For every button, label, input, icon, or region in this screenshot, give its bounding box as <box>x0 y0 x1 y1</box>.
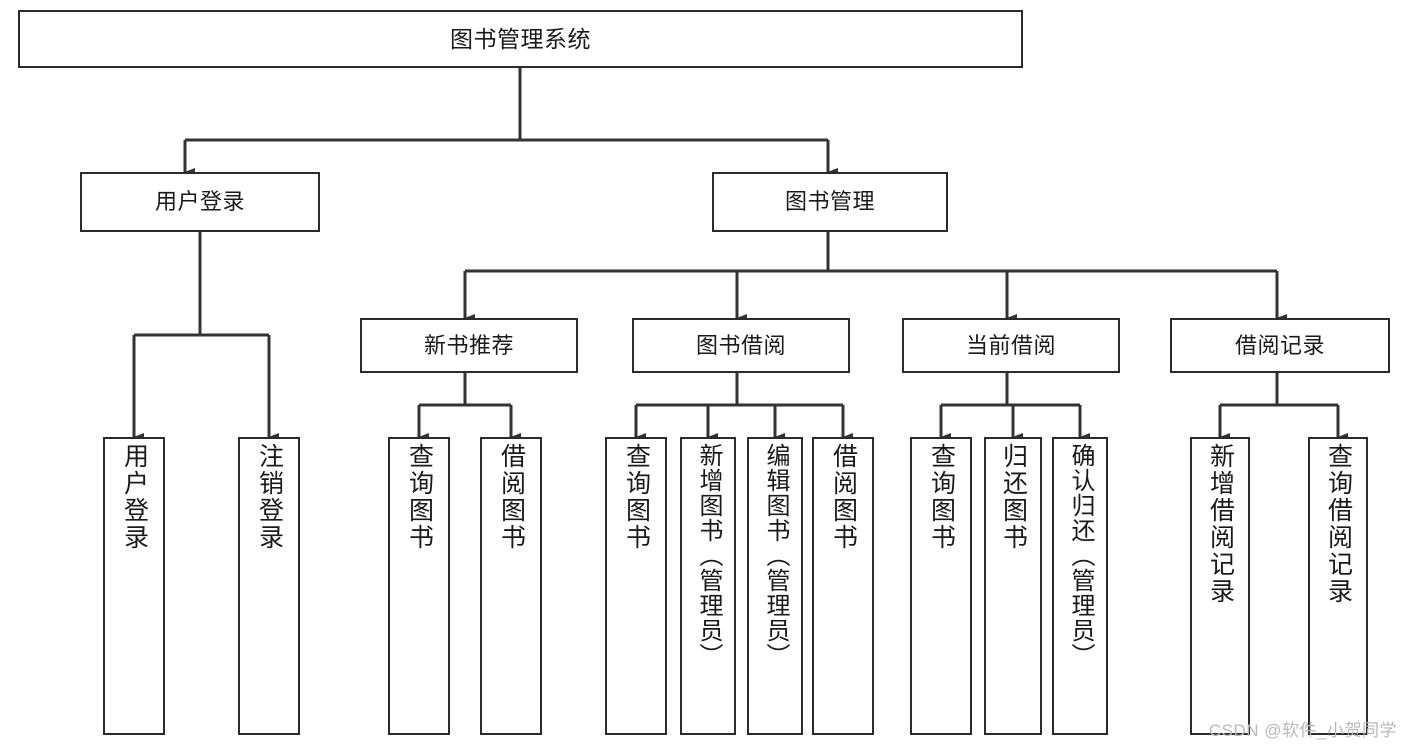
node-label-leaf-add-book-admin: 新增图书（管理员） <box>695 443 722 668</box>
node-label-leaf-confirm-return-admin: 确认归还（管理员） <box>1067 443 1094 668</box>
node-leaf-logout-login[interactable]: 注销登录 <box>238 437 300 735</box>
node-label-leaf-user-login: 用户登录 <box>120 443 149 551</box>
node-label-leaf-borrow-book: 借阅图书 <box>829 443 858 551</box>
node-new-book-recommend[interactable]: 新书推荐 <box>360 318 578 373</box>
node-leaf-add-borrow-record[interactable]: 新增借阅记录 <box>1190 437 1250 735</box>
node-leaf-confirm-return-admin[interactable]: 确认归还（管理员） <box>1052 437 1108 735</box>
node-borrow-record[interactable]: 借阅记录 <box>1170 318 1390 373</box>
node-label-leaf-query-book-recommend: 查询图书 <box>405 443 434 551</box>
node-leaf-borrow-book[interactable]: 借阅图书 <box>812 437 874 735</box>
node-leaf-query-book-borrow[interactable]: 查询图书 <box>605 437 667 735</box>
node-label-leaf-query-borrow-record: 查询借阅记录 <box>1324 443 1353 605</box>
node-root[interactable]: 图书管理系统 <box>18 10 1023 68</box>
node-leaf-query-book-current[interactable]: 查询图书 <box>910 437 972 735</box>
node-leaf-edit-book-admin[interactable]: 编辑图书（管理员） <box>747 437 803 735</box>
node-label-leaf-return-book: 归还图书 <box>999 443 1028 551</box>
node-label-leaf-logout-login: 注销登录 <box>255 443 284 551</box>
node-book-borrow[interactable]: 图书借阅 <box>632 318 850 373</box>
node-leaf-borrow-book-recommend[interactable]: 借阅图书 <box>480 437 542 735</box>
node-leaf-user-login[interactable]: 用户登录 <box>103 437 165 735</box>
node-label-current-borrow: 当前借阅 <box>965 332 1056 358</box>
node-user-login[interactable]: 用户登录 <box>80 172 320 232</box>
node-label-book-borrow: 图书借阅 <box>695 332 786 358</box>
node-label-leaf-borrow-book-recommend: 借阅图书 <box>497 443 526 551</box>
node-leaf-add-book-admin[interactable]: 新增图书（管理员） <box>680 437 736 735</box>
node-book-manage[interactable]: 图书管理 <box>712 172 948 232</box>
node-label-borrow-record: 借阅记录 <box>1234 332 1325 358</box>
node-label-user-login: 用户登录 <box>154 189 245 215</box>
node-leaf-query-borrow-record[interactable]: 查询借阅记录 <box>1308 437 1368 735</box>
node-label-book-manage: 图书管理 <box>784 189 875 215</box>
node-current-borrow[interactable]: 当前借阅 <box>902 318 1120 373</box>
node-label-new-book-recommend: 新书推荐 <box>423 332 514 358</box>
node-leaf-query-book-recommend[interactable]: 查询图书 <box>388 437 450 735</box>
node-label-leaf-edit-book-admin: 编辑图书（管理员） <box>762 443 789 668</box>
node-label-leaf-add-borrow-record: 新增借阅记录 <box>1206 443 1235 605</box>
node-leaf-return-book[interactable]: 归还图书 <box>984 437 1042 735</box>
node-label-root: 图书管理系统 <box>450 25 591 52</box>
node-label-leaf-query-book-borrow: 查询图书 <box>622 443 651 551</box>
node-label-leaf-query-book-current: 查询图书 <box>927 443 956 551</box>
